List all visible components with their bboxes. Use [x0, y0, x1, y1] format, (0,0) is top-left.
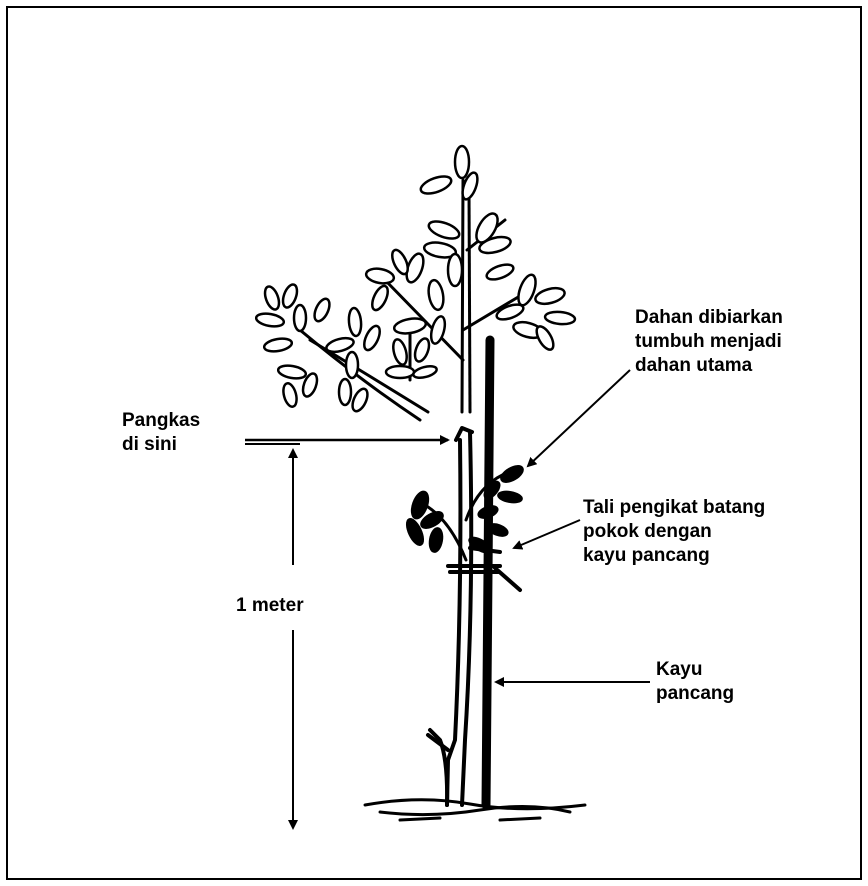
stake-line-2: pancang: [656, 682, 734, 706]
height-label: 1 meter: [236, 594, 304, 618]
cut-here-line-1: Pangkas: [122, 409, 200, 433]
cut-here-label: Pangkas di sini: [122, 409, 200, 457]
tie-line-2: pokok dengan: [583, 520, 765, 544]
main-branch-label: Dahan dibiarkan tumbuh menjadi dahan uta…: [635, 306, 783, 378]
main-branch-line-1: Dahan dibiarkan: [635, 306, 783, 330]
stake-label: Kayu pancang: [656, 658, 734, 706]
cut-here-line-2: di sini: [122, 433, 200, 457]
tie-label: Tali pengikat batang pokok dengan kayu p…: [583, 496, 765, 568]
main-branch-line-3: dahan utama: [635, 354, 783, 378]
stake-line-1: Kayu: [656, 658, 734, 682]
tie-arrow: [514, 520, 580, 548]
main-branch-arrow: [528, 370, 630, 466]
tie-line-1: Tali pengikat batang: [583, 496, 765, 520]
main-branch-line-2: tumbuh menjadi: [635, 330, 783, 354]
tie-line-3: kayu pancang: [583, 544, 765, 568]
